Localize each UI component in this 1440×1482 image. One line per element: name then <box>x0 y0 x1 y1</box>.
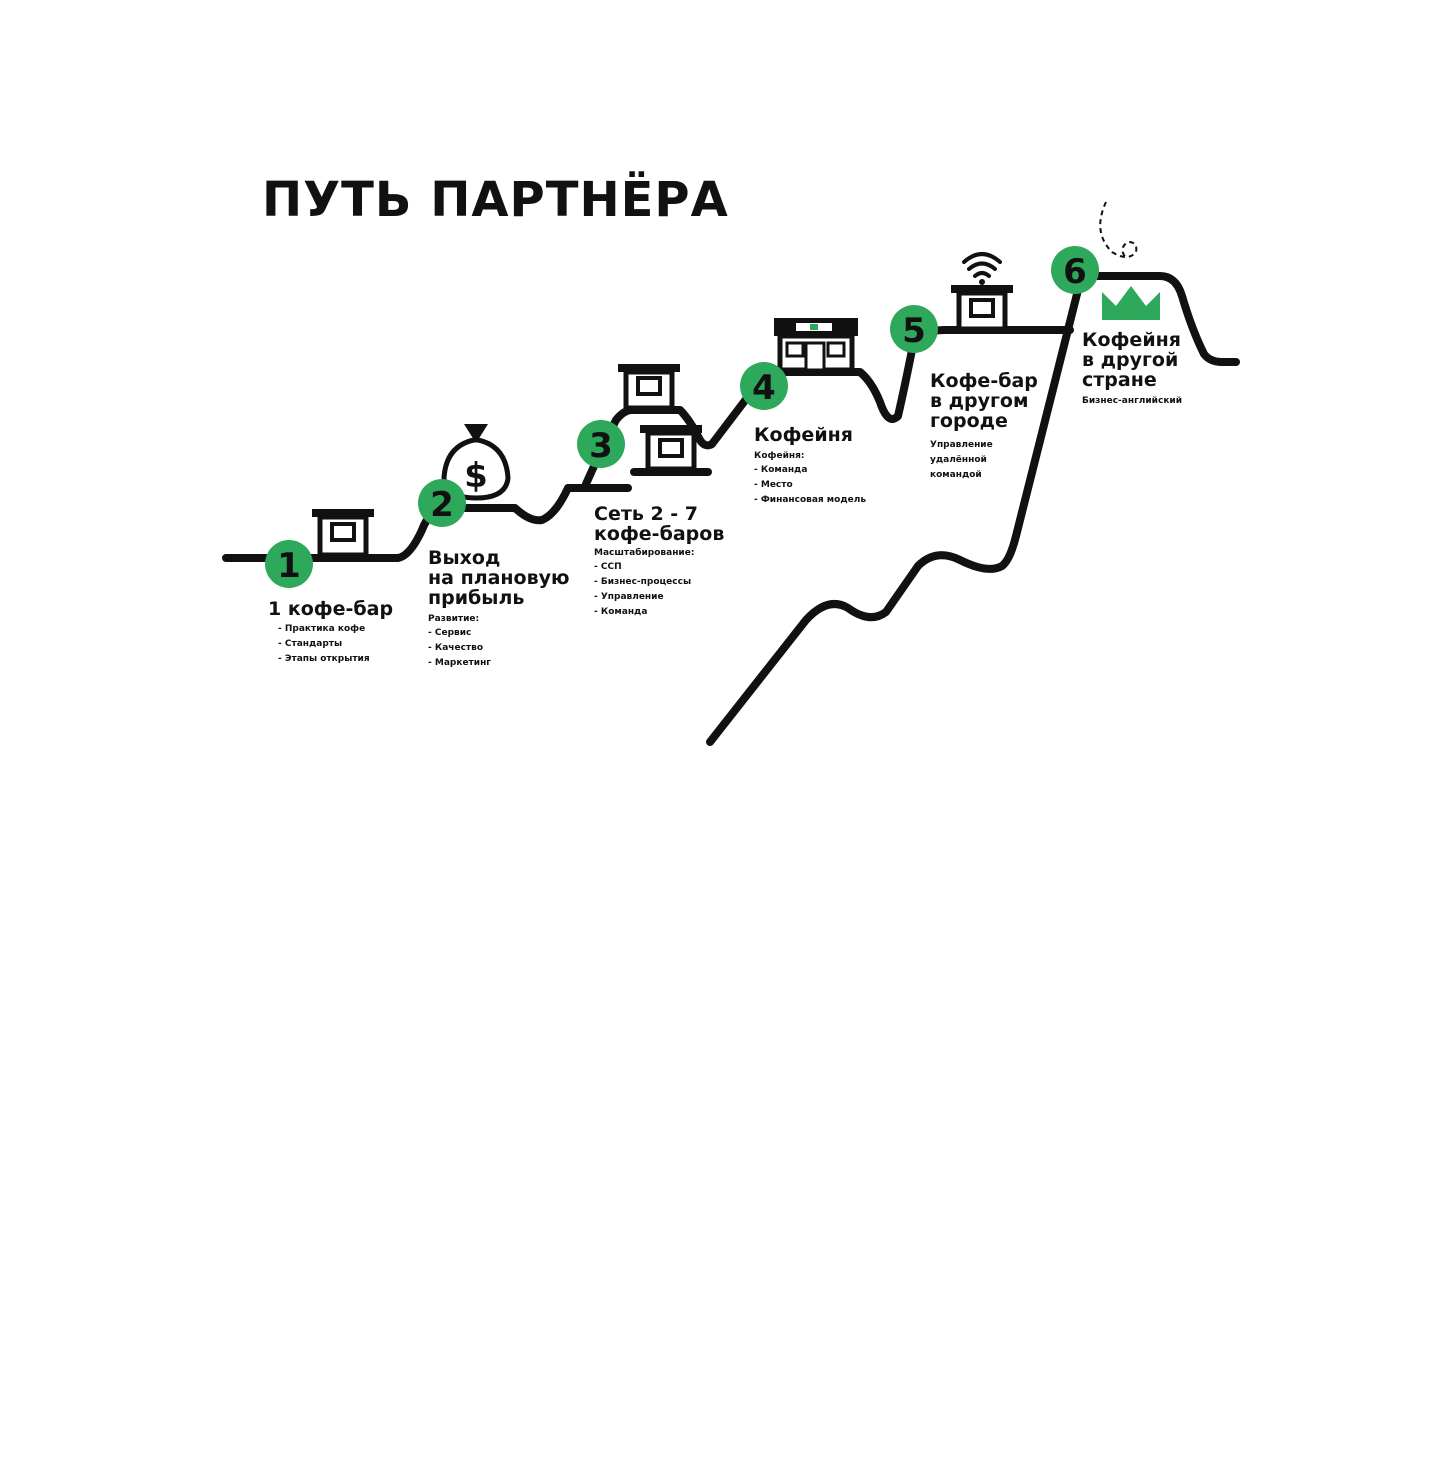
step-2-text: Выход на плановую прибыль Развитие: - Се… <box>428 547 570 671</box>
path-line <box>706 286 1082 746</box>
step-title: 1 кофе-бар <box>268 598 394 620</box>
step-item: - Практика кофе <box>278 623 366 634</box>
svg-text:$: $ <box>464 456 488 496</box>
step-number: 1 <box>277 546 301 586</box>
dashed-flight-path <box>1099 201 1138 259</box>
path-line <box>1074 272 1240 366</box>
step-items: - Практика кофе - Стандарты - Этапы откр… <box>278 622 393 667</box>
step-marker-1: 1 <box>265 540 313 588</box>
step-item: - Сервис <box>428 628 472 639</box>
page-title: ПУТЬ ПАРТНЁРА <box>262 172 729 228</box>
step-5-text: Кофе-бар в другом городе Управление удал… <box>930 370 1038 483</box>
step-item: - Место <box>754 480 793 491</box>
step-item: - Команда <box>754 465 808 476</box>
step-number: 3 <box>589 426 613 466</box>
step-lead: Масштабирование: <box>594 547 695 558</box>
step-lead: Управление удалённой командой <box>930 439 993 480</box>
step-lead: Кофейня: <box>754 450 805 461</box>
step-4-text: Кофейня Кофейня: - Команда - Место - Фин… <box>754 424 866 508</box>
step-title: Кофе-бар в другом городе <box>930 370 1038 432</box>
coffee-bar-icon <box>312 509 374 558</box>
step-3-text: Сеть 2 - 7 кофе-баров Масштабирование: -… <box>594 503 725 620</box>
step-item: - Качество <box>428 643 484 654</box>
step-item: - Управление <box>594 592 664 603</box>
step-title: Сеть 2 - 7 кофе-баров <box>594 503 725 545</box>
crown-icon <box>1102 286 1160 320</box>
step-title: Кофейня <box>754 424 853 446</box>
step-lead: Бизнес-английский <box>1082 395 1183 406</box>
step-lead: Развитие: <box>428 613 480 624</box>
step-number: 2 <box>430 485 454 525</box>
step-items: - ССП - Бизнес-процессы - Управление - К… <box>594 560 724 620</box>
step-6-text: Кофейня в другой стране Бизнес-английски… <box>1082 329 1183 406</box>
step-item: - Стандарты <box>278 638 343 649</box>
step-title: Выход на плановую прибыль <box>428 547 570 609</box>
step-number: 5 <box>902 311 926 351</box>
step-marker-5: 5 <box>890 305 938 353</box>
step-number: 4 <box>752 368 776 408</box>
step-item: - Маркетинг <box>428 658 491 669</box>
wifi-icon <box>962 252 1002 285</box>
step-1-text: 1 кофе-бар - Практика кофе - Стандарты -… <box>268 598 394 667</box>
coffee-bar-icon <box>618 364 680 411</box>
step-item: - Финансовая модель <box>754 495 867 506</box>
step-item: - Этапы открытия <box>278 653 370 664</box>
coffee-bar-icon <box>951 285 1013 332</box>
step-item: - Бизнес-процессы <box>594 577 692 588</box>
step-title: Кофейня в другой стране <box>1082 329 1181 391</box>
path-line <box>222 484 632 562</box>
step-marker-3: 3 <box>577 420 625 468</box>
money-bag-icon: $ <box>441 424 511 501</box>
step-item: - Команда <box>594 607 648 618</box>
step-items: - Сервис - Качество - Маркетинг <box>428 626 570 671</box>
step-marker-6: 6 <box>1051 246 1099 294</box>
step-marker-2: 2 <box>418 479 466 527</box>
coffee-shop-icon <box>774 318 858 373</box>
step-items: - Команда - Место - Финансовая модель <box>754 463 866 508</box>
step-item: - ССП <box>594 562 622 573</box>
coffee-bar-icon <box>640 425 702 472</box>
step-marker-4: 4 <box>740 362 788 410</box>
step-number: 6 <box>1063 252 1087 292</box>
